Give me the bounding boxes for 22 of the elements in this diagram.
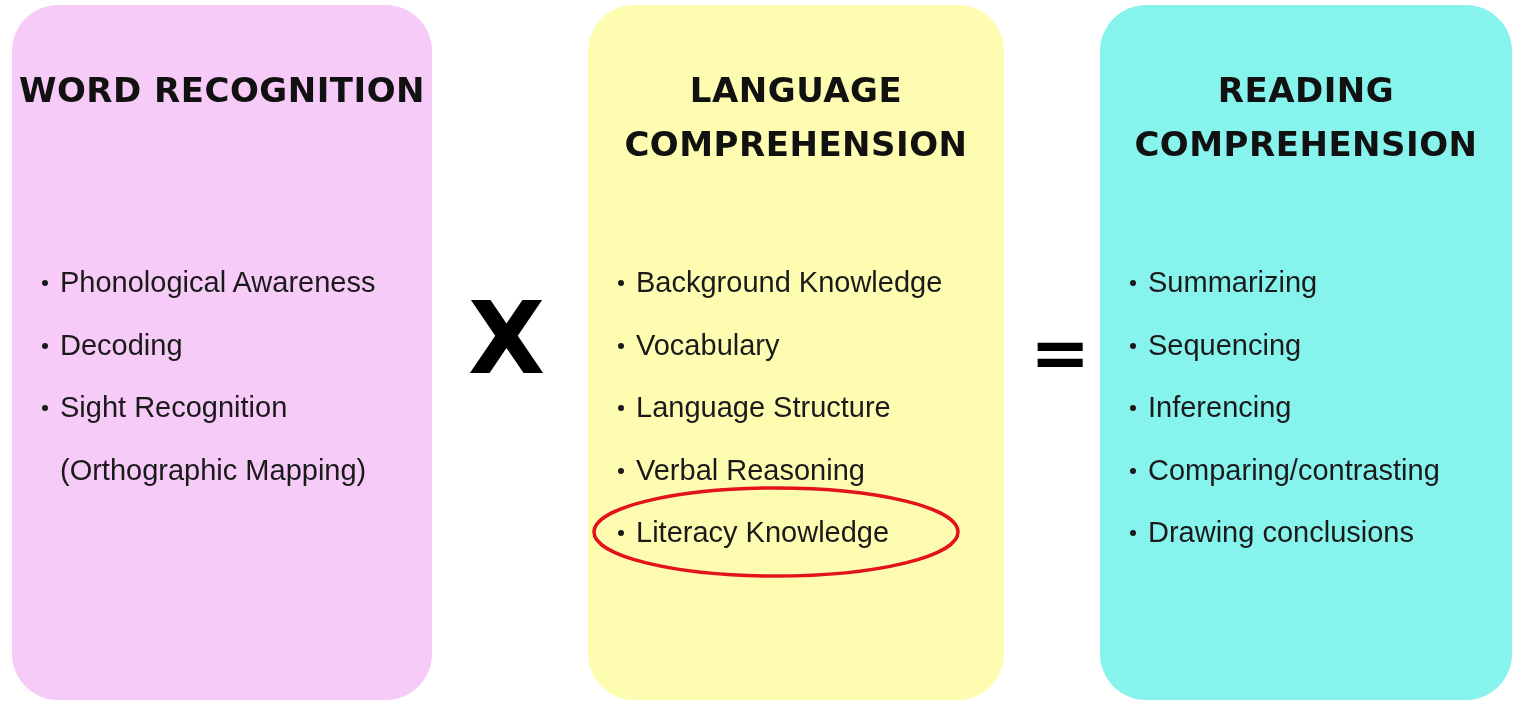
panel-heading: LANGUAGE COMPREHENSION xyxy=(623,69,969,166)
list-item: Sequencing xyxy=(1148,328,1302,361)
list-item: Background Knowledge xyxy=(636,266,943,298)
category-panel xyxy=(588,5,1004,700)
list-item: Comparing/contrasting xyxy=(1148,453,1440,486)
list-item: Vocabulary xyxy=(636,328,780,361)
list-item: Inferencing xyxy=(1148,391,1292,423)
list-item: Phonological Awareness xyxy=(60,266,376,298)
operator-symbol: = xyxy=(1030,310,1091,394)
list-item: Decoding xyxy=(60,328,183,361)
category-panel xyxy=(1100,5,1512,700)
list-item: Summarizing xyxy=(1148,266,1318,298)
operator-symbol: X xyxy=(468,280,546,397)
list-item: Drawing conclusions xyxy=(1148,516,1414,548)
panel-heading: WORD RECOGNITION xyxy=(17,69,427,112)
category-panel xyxy=(12,5,432,700)
list-item: Verbal Reasoning xyxy=(636,453,865,486)
highlight-oval xyxy=(592,486,960,578)
panel-heading: READING COMPREHENSION xyxy=(1133,69,1479,166)
list-item: Sight Recognition (Orthographic Mapping) xyxy=(60,391,367,486)
list-item: Language Structure xyxy=(636,391,891,423)
list-item: Literacy Knowledge xyxy=(636,516,890,548)
